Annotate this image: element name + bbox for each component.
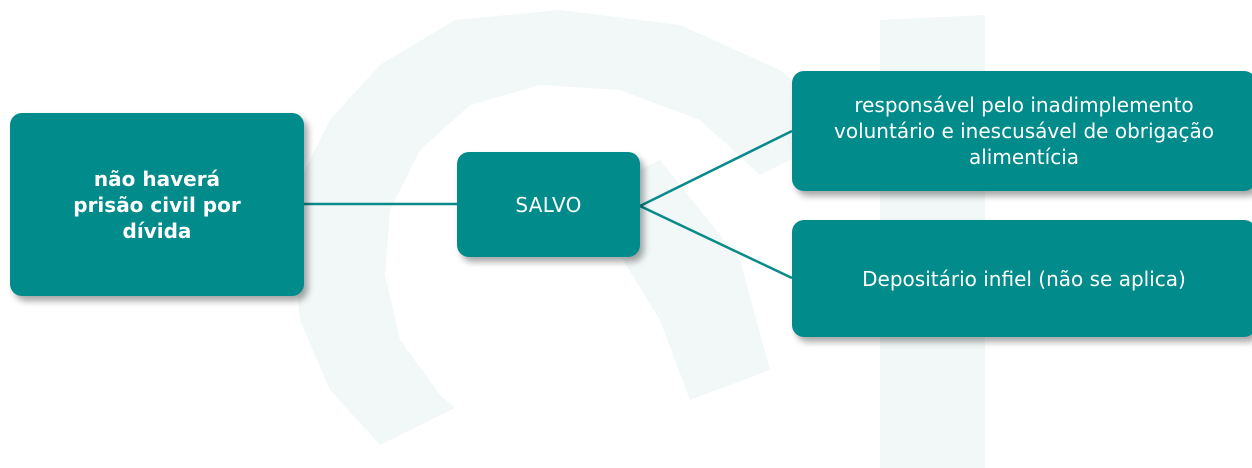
salvo-node-label: SALVO — [515, 192, 582, 217]
exception-node-label: responsável pelo inadimplemento voluntár… — [834, 93, 1214, 169]
salvo-to-branch-1-line — [639, 129, 793, 208]
root-node-label: não haverá prisão civil por dívida — [73, 166, 241, 243]
salvo-node: SALVO — [457, 152, 640, 257]
exception-node-alimony: responsável pelo inadimplemento voluntár… — [792, 71, 1252, 191]
exception-node-label: Depositário infiel (não se aplica) — [862, 266, 1186, 291]
exception-node-depositary: Depositário infiel (não se aplica) — [792, 220, 1252, 337]
root-node: não haverá prisão civil por dívida — [10, 113, 304, 296]
salvo-to-branch-2-line — [639, 204, 793, 280]
